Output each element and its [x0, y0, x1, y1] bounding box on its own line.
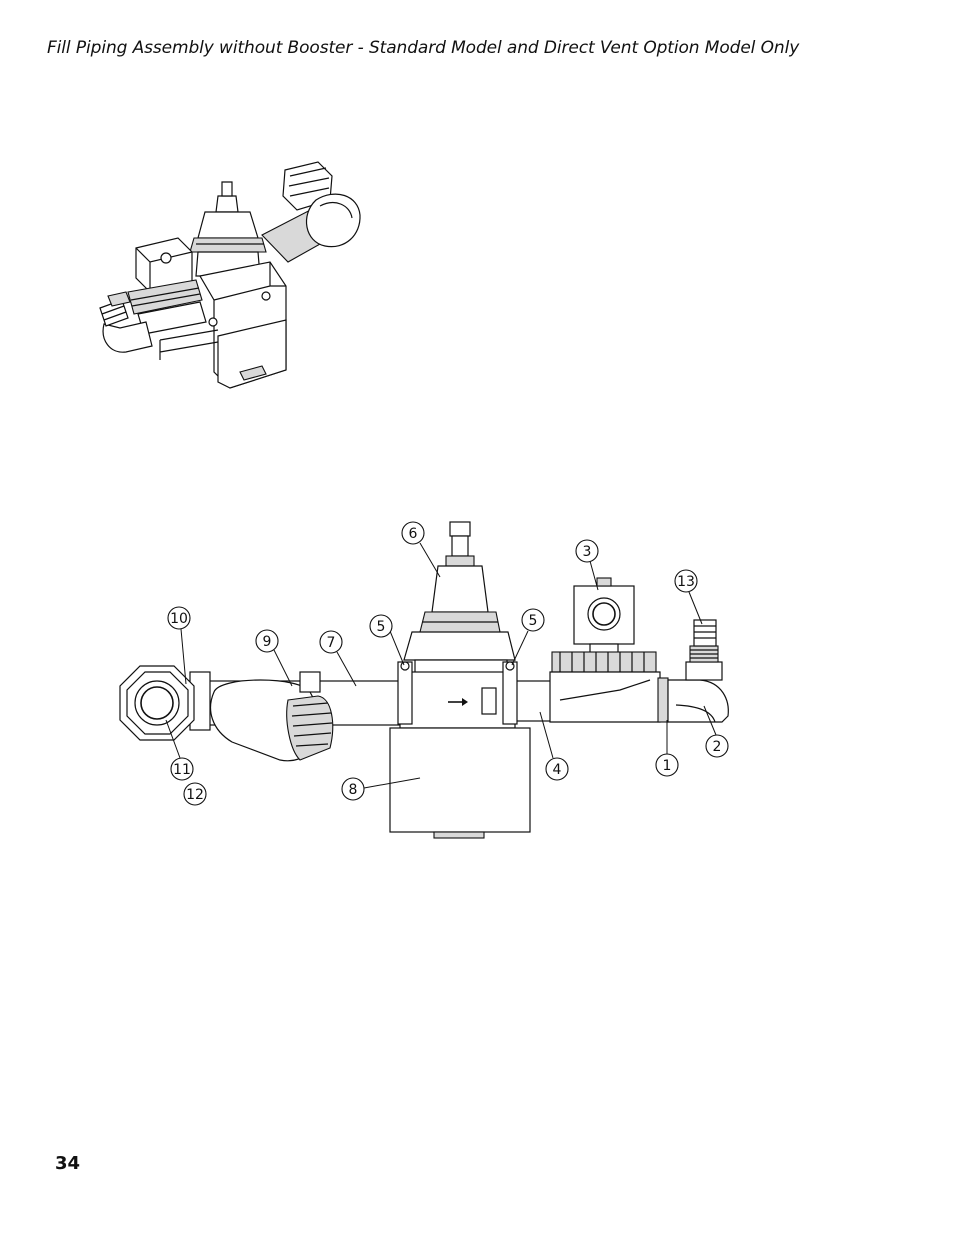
callout-4: 4: [539, 711, 569, 781]
callout-2: 2: [703, 705, 729, 758]
svg-text:11: 11: [173, 762, 191, 778]
svg-text:10: 10: [170, 611, 188, 627]
callout-5-left: 5: [369, 614, 405, 666]
callout-9: 9: [255, 629, 293, 687]
callout-12: 12: [183, 782, 207, 806]
callout-1: 1: [655, 720, 679, 777]
callout-8: 8: [341, 777, 421, 801]
callout-11: 11: [165, 719, 194, 781]
svg-text:12: 12: [186, 787, 204, 803]
svg-text:7: 7: [327, 635, 336, 651]
svg-text:5: 5: [377, 619, 386, 635]
svg-text:4: 4: [553, 762, 562, 778]
svg-text:5: 5: [529, 613, 538, 629]
callout-13: 13: [674, 569, 703, 625]
callout-5-right: 5: [511, 608, 545, 666]
callout-7: 7: [319, 630, 357, 687]
svg-text:9: 9: [263, 634, 272, 650]
svg-text:2: 2: [713, 739, 722, 755]
svg-text:3: 3: [583, 544, 592, 560]
svg-text:6: 6: [409, 526, 418, 542]
svg-text:13: 13: [677, 574, 695, 590]
callout-10: 10: [167, 606, 191, 685]
callout-3: 3: [575, 539, 599, 591]
svg-text:1: 1: [663, 758, 672, 774]
svg-text:8: 8: [349, 782, 358, 798]
callout-6: 6: [401, 521, 441, 578]
page-number: 34: [55, 1153, 81, 1174]
page-title: Fill Piping Assembly without Booster - S…: [47, 38, 800, 58]
